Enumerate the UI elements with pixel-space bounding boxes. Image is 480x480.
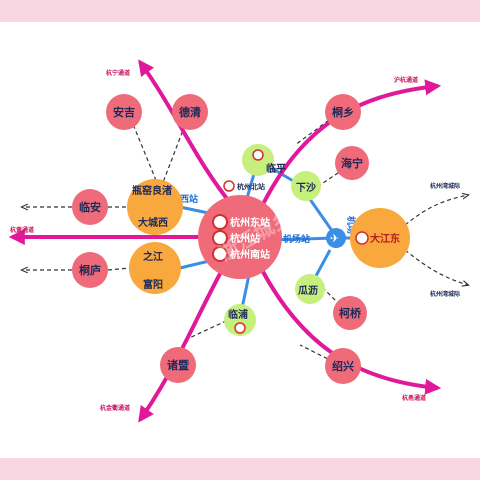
node-tonglu [72,252,108,288]
plane-glyph: ✈ [330,232,339,245]
city-fuyang: 富阳 [143,278,163,291]
city-xiasha: 下沙 [296,182,316,194]
city-linping: 临平 [266,162,286,175]
node-pingyao-dachengxi [127,179,183,235]
tonglu-link [107,267,131,271]
station-nanzhan: 杭州南站 [230,248,270,261]
city-keqiao: 柯桥 [339,306,362,320]
corridor-bottom-right [260,269,442,395]
node-xiasha [291,171,321,201]
rail-icon [223,180,235,192]
node-tongxiang [325,94,361,130]
node-dajiangdong [350,208,410,268]
dajiangdong-out-top [404,195,468,226]
dashed-connectors [22,111,468,366]
rail-icon [212,246,228,262]
haining-link [319,164,351,186]
city-pingyao: 瓶窑良渚 [132,184,172,197]
station-jichangzhan: 机场站 [283,233,310,245]
station-beizhan: 杭州北站 [237,182,265,191]
rail-icon [355,231,369,245]
corridor-top-left [138,59,234,207]
node-anji [106,94,142,130]
label-bottom-right: 杭甬通道 [402,394,426,402]
label-top-left: 杭宁通道 [106,69,130,77]
city-guali: 瓜沥 [298,284,318,297]
node-linpu [224,304,256,336]
rail-icon [252,149,264,161]
node-guali [295,274,325,304]
node-deqing [172,94,208,130]
bottom-band [0,458,480,480]
node-haining [335,146,369,180]
node-zhijiang-fuyang [129,242,181,294]
city-linpu: 临浦 [228,308,248,321]
city-linan: 临安 [79,200,101,214]
dajiangdong-out-bottom [404,249,468,285]
city-tonglu: 桐庐 [79,263,101,277]
deqing-link [161,111,191,186]
airport-icon [326,228,346,248]
city-anji: 安吉 [113,105,135,119]
label-left: 杭黄通道 [10,226,34,234]
zhuji-link [184,319,229,341]
label-top-right: 沪杭通道 [394,76,418,84]
rail-icon [234,322,246,334]
node-keqiao [333,296,367,330]
corridor-bottom-left [138,269,224,423]
label-right-bottom: 杭州湾城际 [430,290,460,298]
city-zhuji: 诸暨 [167,358,189,372]
rail-icon [212,214,228,230]
station-dongzhan: 杭州东站 [230,216,270,229]
city-shaoxing: 绍兴 [332,359,354,373]
station-zhan: 杭州站 [230,232,260,245]
label-right-top: 杭州湾城际 [430,182,460,190]
city-tongxiang: 桐乡 [332,105,354,119]
node-shaoxing [325,348,361,384]
city-dachengxi: 大城西 [138,216,168,229]
node-zhuji [160,347,196,383]
city-haining: 海宁 [341,156,363,170]
rail-icon [212,230,228,246]
city-deqing: 德清 [178,105,201,119]
top-band [0,0,480,22]
city-dajiangdong: 大江东 [370,232,400,245]
label-bottom-left: 杭金衢通道 [100,404,130,412]
node-linan [72,189,108,225]
city-zhijiang: 之江 [143,250,163,263]
corridors [8,59,442,423]
